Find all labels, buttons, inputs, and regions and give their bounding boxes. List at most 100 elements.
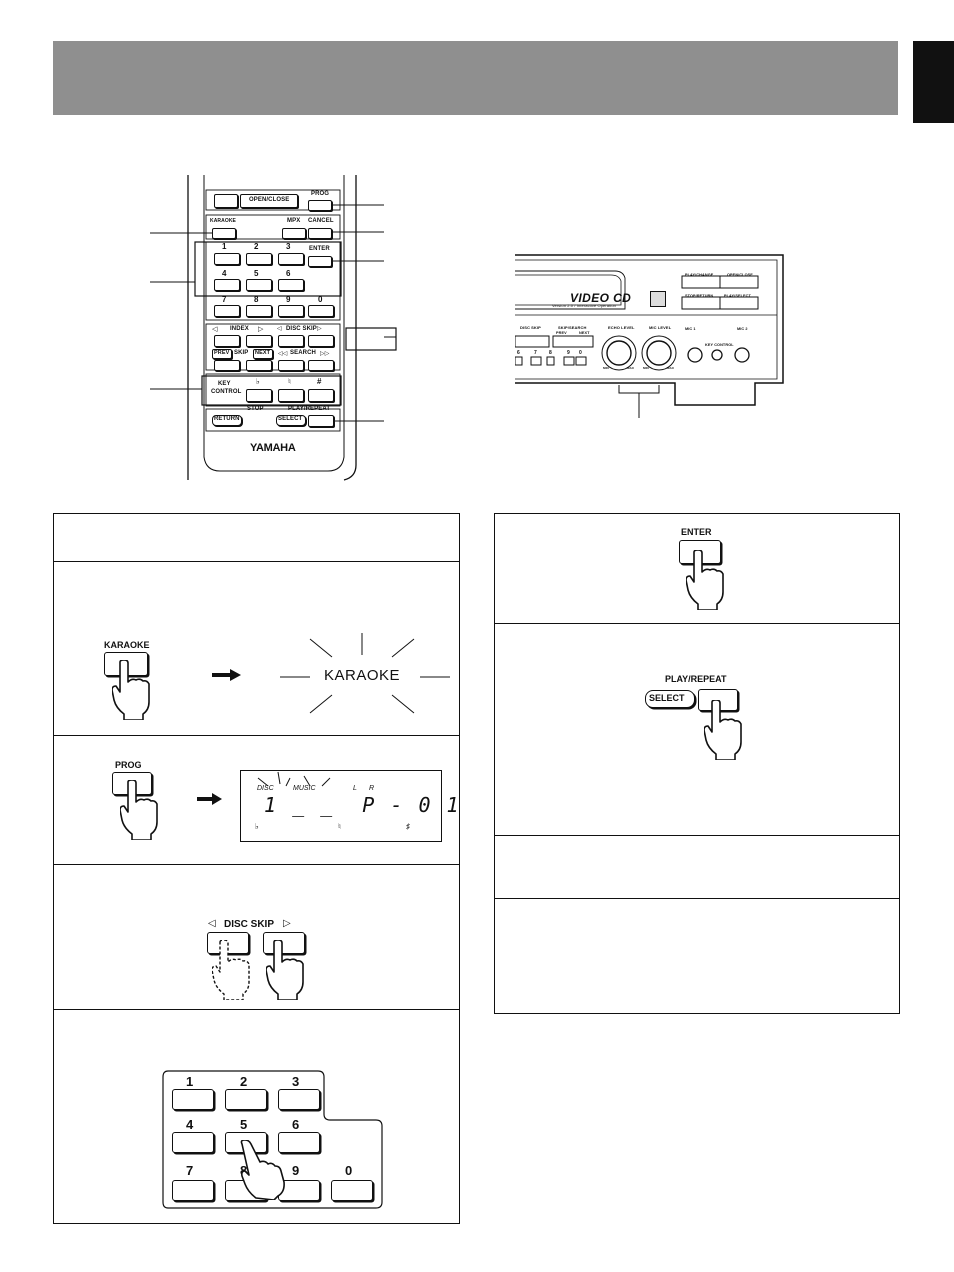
remote-prev-button[interactable] <box>212 349 232 359</box>
remote-blank-button[interactable] <box>214 194 238 208</box>
pointing-hand-icon <box>266 940 304 1000</box>
pad-key-4[interactable] <box>172 1132 214 1153</box>
step-divider <box>54 735 459 736</box>
remote-key-label: 2 <box>254 242 259 251</box>
remote-skip-prev-button[interactable] <box>214 360 240 371</box>
remote-next-button[interactable] <box>253 349 273 359</box>
remote-index-left-icon: ◁ <box>212 326 218 333</box>
remote-prog-button[interactable] <box>308 200 332 211</box>
step-divider <box>495 623 899 624</box>
remote-key-9[interactable] <box>278 305 304 317</box>
remote-key-2[interactable] <box>246 253 272 265</box>
side-tab <box>913 41 954 123</box>
step-select-button[interactable] <box>645 690 695 708</box>
remote-play-repeat-button[interactable] <box>308 415 334 427</box>
remote-return-label: RETURN <box>214 416 240 422</box>
remote-key-5[interactable] <box>246 279 272 291</box>
remote-key-control-label-1: KEY <box>218 381 231 387</box>
disc-skip-right-icon: ▷ <box>283 918 291 929</box>
remote-key-label: 8 <box>254 295 259 304</box>
remote-cancel-button[interactable] <box>308 228 332 239</box>
player-mic1-label: MIC 1 <box>685 327 696 331</box>
remote-disc-skip-right-icon: ▷ <box>317 326 322 332</box>
pad-key-label: 4 <box>186 1117 194 1132</box>
player-mic2-label: MIC 2 <box>737 327 748 331</box>
pad-key-7[interactable] <box>172 1180 214 1201</box>
player-echo-level-label: ECHO LEVEL <box>608 325 635 330</box>
pad-key-6[interactable] <box>278 1132 320 1153</box>
remote-select-button[interactable] <box>276 415 306 426</box>
remote-key-6[interactable] <box>278 279 304 291</box>
remote-disc-skip-prev-button[interactable] <box>278 335 304 347</box>
number-pad-outline <box>162 1070 383 1209</box>
remote-sharp-icon: # <box>317 377 322 386</box>
remote-key-label: 3 <box>286 242 291 251</box>
remote-key-label: 0 <box>318 295 323 304</box>
pointing-hand-icon <box>704 700 742 760</box>
remote-karaoke-button[interactable] <box>212 228 236 239</box>
remote-key-control-label-2: CONTROL <box>211 389 242 395</box>
pad-key-label: 3 <box>292 1074 300 1089</box>
pad-key-label: 0 <box>345 1163 353 1178</box>
remote-disc-skip-next-button[interactable] <box>308 335 334 347</box>
remote-play-repeat-label: PLAY/REPEAT <box>288 406 331 412</box>
lcd-flash-rays <box>257 771 331 787</box>
player-key-label: 6 <box>517 350 520 356</box>
remote-key-label: 7 <box>222 295 227 304</box>
pointing-hand-icon <box>112 660 150 720</box>
remote-disc-skip-label: DISC SKIP <box>286 326 317 332</box>
remote-search-forward-icon: ▷▷ <box>320 351 330 357</box>
karaoke-flash-rays <box>280 633 450 714</box>
remote-index-prev-button[interactable] <box>214 335 240 347</box>
remote-control: OPEN/CLOSE PROG KARAOKE MPX CANCEL 1 2 3… <box>150 175 400 485</box>
remote-search-forward-button[interactable] <box>308 360 334 371</box>
remote-key-label: 5 <box>254 269 259 278</box>
step-divider <box>54 864 459 865</box>
remote-key-4[interactable] <box>214 279 240 291</box>
remote-open-close-button[interactable] <box>240 194 298 208</box>
disc-skip-left-icon: ◁ <box>208 918 216 929</box>
remote-key-8[interactable] <box>246 305 272 317</box>
lcd-flat-icon: ♭ <box>255 822 259 831</box>
disc-skip-label: DISC SKIP <box>224 919 275 930</box>
pad-key-3[interactable] <box>278 1089 320 1110</box>
pad-key-1[interactable] <box>172 1089 214 1110</box>
remote-index-next-button[interactable] <box>246 335 272 347</box>
step-karaoke-button-label: KARAOKE <box>104 640 150 650</box>
remote-key-flat-button[interactable] <box>246 389 272 402</box>
remote-mpx-button[interactable] <box>282 228 306 239</box>
pad-key-0[interactable] <box>331 1180 373 1201</box>
remote-key-sharp-button[interactable] <box>308 389 334 402</box>
remote-key-1[interactable] <box>214 253 240 265</box>
pad-key-2[interactable] <box>225 1089 267 1110</box>
step-divider <box>54 1009 459 1010</box>
remote-select-label: SELECT <box>278 416 303 422</box>
remote-karaoke-label: KARAOKE <box>210 218 236 224</box>
remote-skip-label: SKIP <box>234 350 249 356</box>
remote-key-natural-button[interactable] <box>278 389 304 402</box>
remote-prog-label: PROG <box>311 191 330 197</box>
pad-key-label: 6 <box>292 1117 300 1132</box>
remote-key-label: 4 <box>222 269 227 278</box>
player-version-text: Version 2.0 / Interactive Operation <box>552 303 616 308</box>
remote-search-back-button[interactable] <box>278 360 304 371</box>
remote-key-7[interactable] <box>214 305 240 317</box>
remote-prev-label: PREV <box>214 350 230 356</box>
step-prog-button-label: PROG <box>115 760 142 770</box>
remote-key-3[interactable] <box>278 253 304 265</box>
remote-skip-next-button[interactable] <box>246 360 272 371</box>
player-skip-search-label: SKIP/SEARCH <box>558 325 587 330</box>
step-divider <box>495 898 899 899</box>
remote-return-button[interactable] <box>212 415 242 426</box>
player-echo-max-label: MAX <box>627 366 634 370</box>
pad-key-label: 9 <box>292 1163 300 1178</box>
lcd-music-label: MUSIC <box>293 785 316 792</box>
lcd-digits: 1 _ _ P - 0 1 <box>264 793 461 817</box>
step-select-label: SELECT <box>649 693 685 703</box>
arrow-right-icon <box>197 793 222 805</box>
remote-next-label: NEXT <box>255 350 271 356</box>
player-prev-label: PREV <box>556 331 567 335</box>
remote-enter-button[interactable] <box>308 256 332 267</box>
pointing-hand-icon <box>686 550 724 610</box>
remote-key-0[interactable] <box>308 305 334 317</box>
